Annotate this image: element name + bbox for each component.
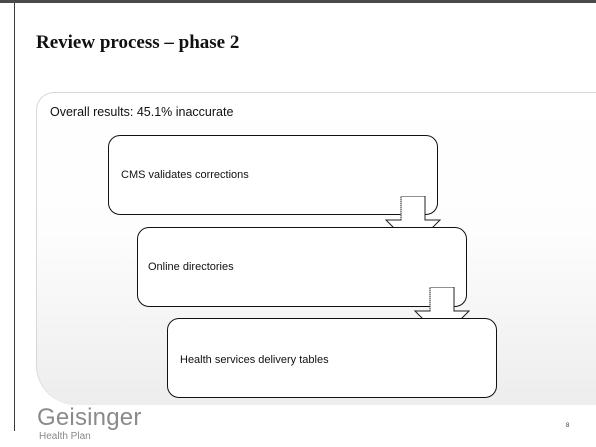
logo-tagline: Health Plan [39,431,91,442]
page-number: 8 [566,423,570,429]
results-summary: Overall results: 45.1% inaccurate [50,105,234,119]
logo-wordmark: Geisinger [37,404,142,431]
slide-title: Review process – phase 2 [36,32,240,53]
step-box-1: CMS validates corrections [108,135,438,215]
step-label-3: Health services delivery tables [180,354,329,366]
step-label-1: CMS validates corrections [121,169,249,181]
step-box-3: Health services delivery tables [167,318,497,398]
left-rule [14,3,15,431]
step-box-2: Online directories [137,227,467,307]
step-label-2: Online directories [148,261,234,273]
top-border [0,0,596,3]
